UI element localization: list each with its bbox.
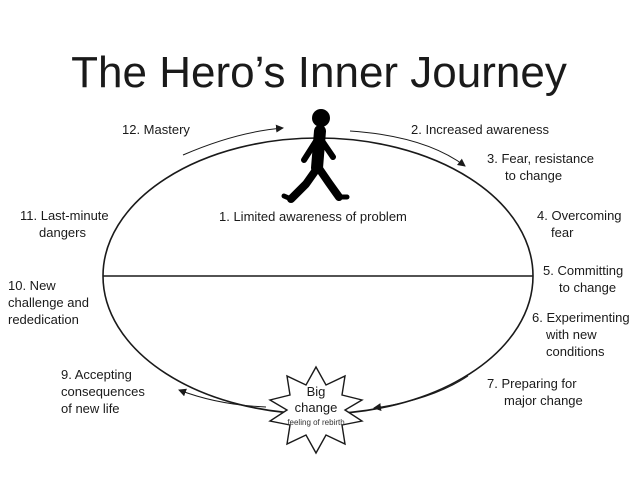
stage-5-label: 5. Committing to change	[543, 263, 624, 295]
stage-3-label: 3. Fear, resistance to change	[487, 151, 594, 183]
walking-person-icon	[281, 109, 350, 203]
arrow-awareness-to-fear	[349, 130, 466, 167]
arrow-mastery-to-start	[182, 124, 284, 156]
big-change-line-1: Big	[306, 384, 326, 399]
stage-6-label: 6. Experimenting with new conditions	[532, 310, 630, 359]
stage-1-label: 1. Limited awareness of problem	[219, 209, 407, 224]
stage-7-label: 7. Preparing for major change	[487, 376, 583, 408]
big-change-line-2: change	[294, 400, 338, 415]
stage-10-label: 10. New challenge and rededication	[8, 278, 89, 327]
stage-12-label: 12. Mastery	[122, 122, 190, 137]
rebirth-sublabel: feeling of rebirth	[287, 418, 345, 427]
stage-11-label: 11. Last-minute dangers	[20, 208, 109, 240]
starburst-icon	[268, 365, 364, 455]
diagram-title: The Hero’s Inner Journey	[71, 48, 567, 97]
arrow-change-to-accepting	[178, 388, 267, 408]
arrow-preparing-to-change	[373, 375, 469, 412]
stage-4-label: 4. Overcoming fear	[537, 208, 622, 240]
stage-2-label: 2. Increased awareness	[411, 122, 550, 137]
big-change-label: Big change feeling of rebirth	[268, 366, 364, 434]
stage-9-label: 9. Accepting consequences of new life	[61, 367, 145, 416]
